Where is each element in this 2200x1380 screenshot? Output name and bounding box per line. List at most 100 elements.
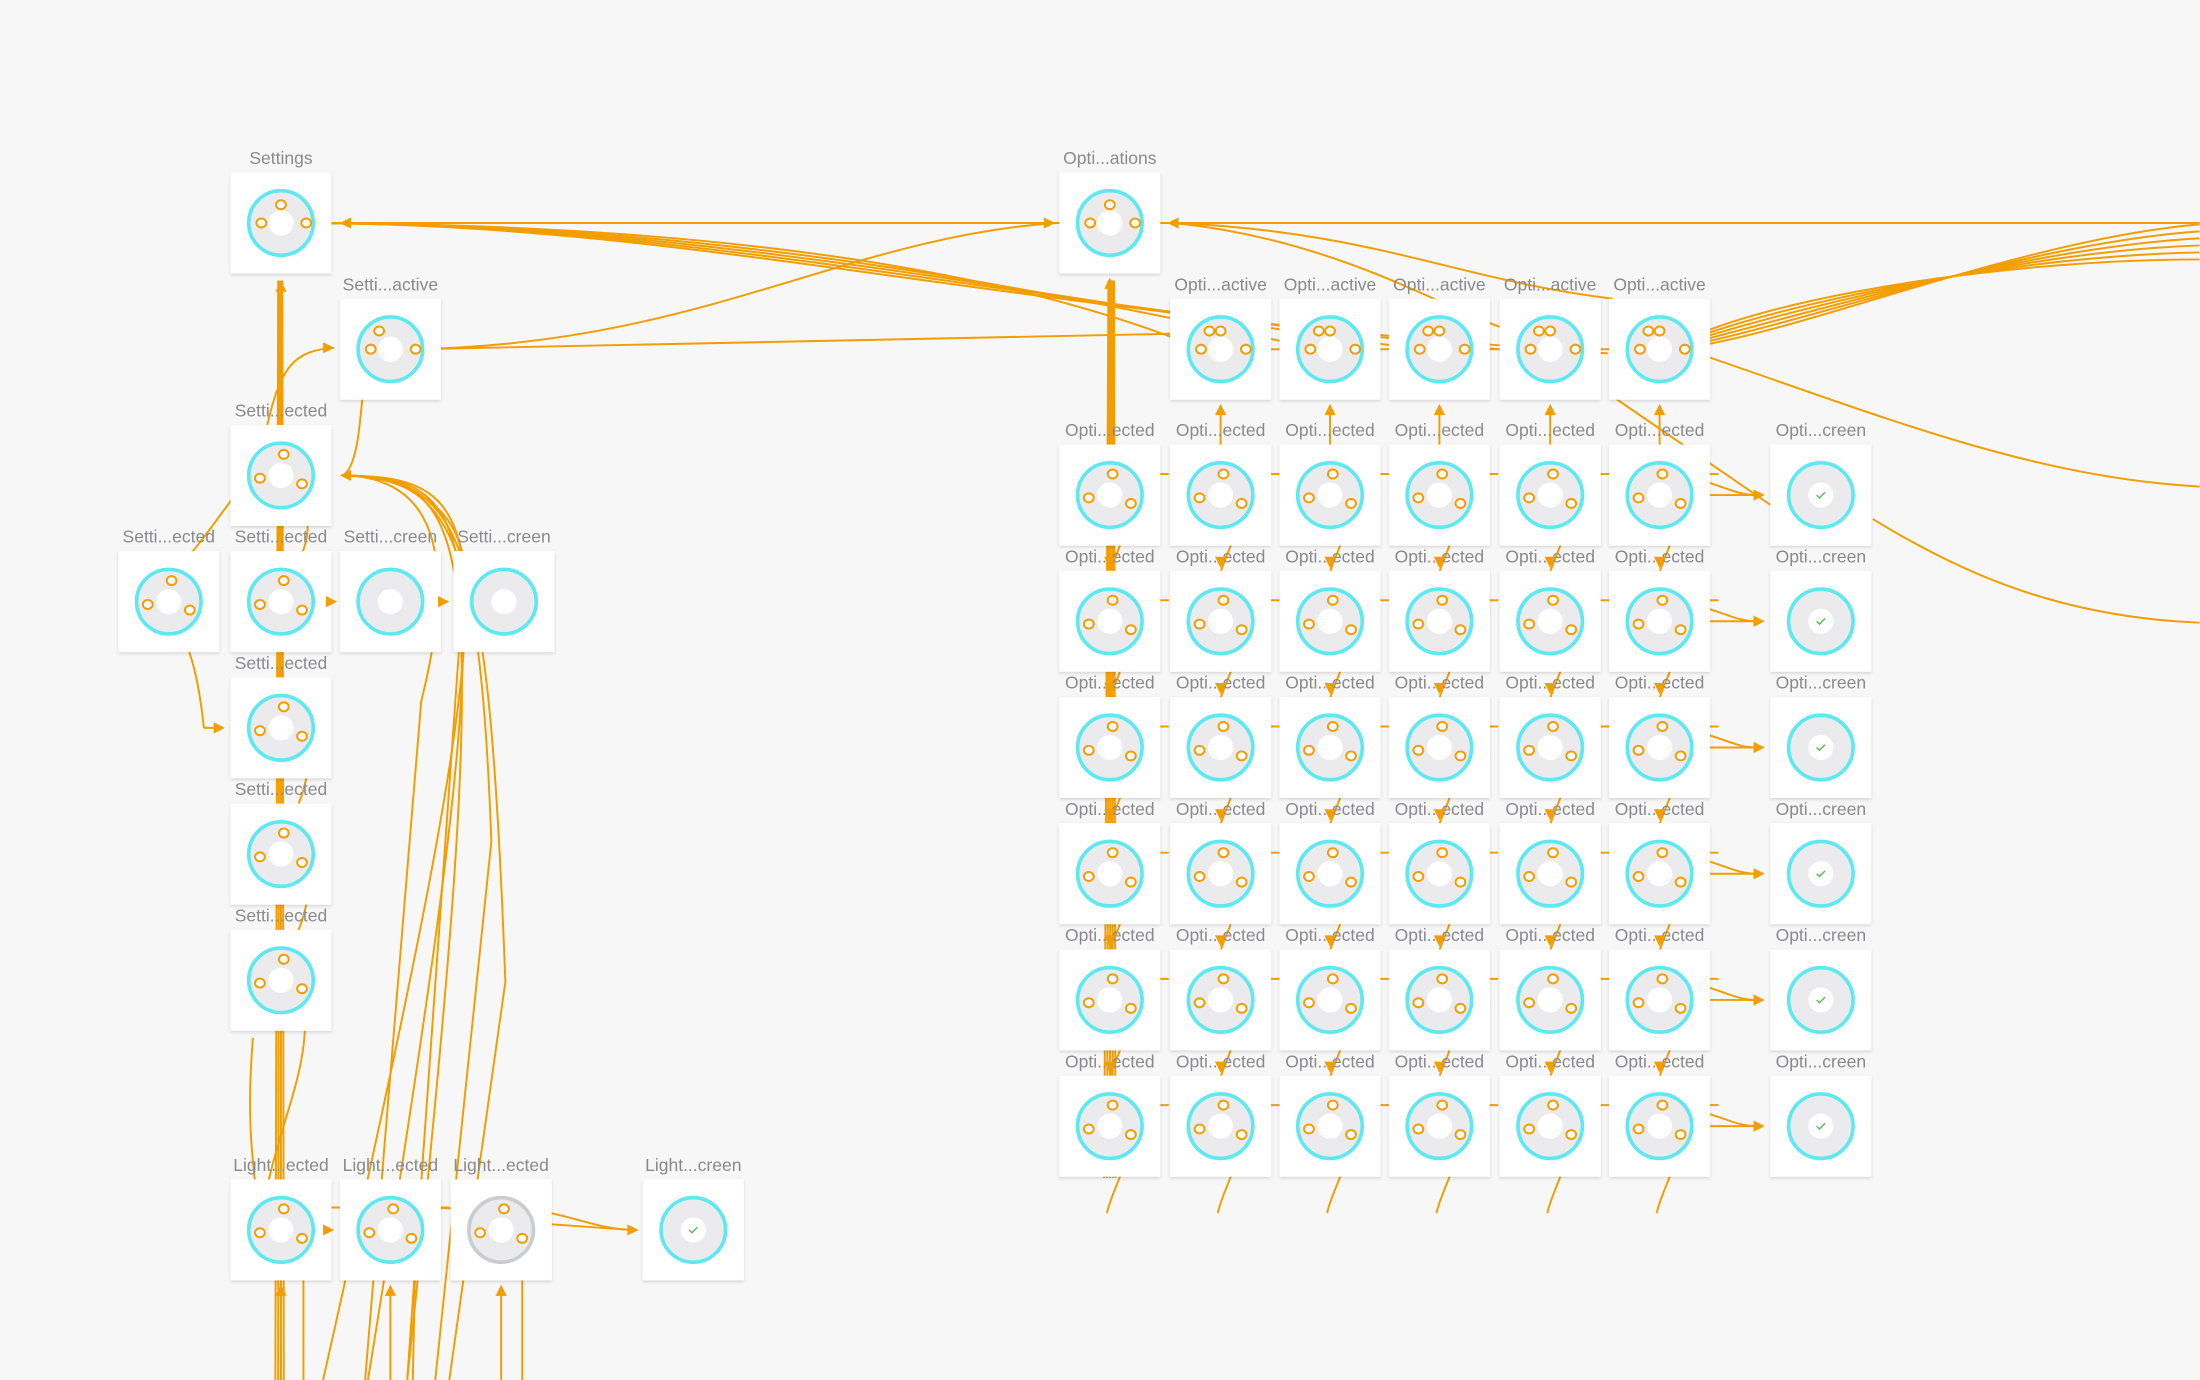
transition-edge[interactable]	[342, 474, 439, 1380]
options-selected-node[interactable]: Opti...ected	[1059, 420, 1161, 546]
connection-port[interactable]	[363, 1227, 376, 1239]
connection-port[interactable]	[1632, 997, 1645, 1009]
options-selected-node[interactable]: Opti...ected	[1609, 420, 1711, 546]
connection-port[interactable]	[277, 827, 290, 839]
options-node[interactable]: Opti...ations	[1059, 148, 1161, 274]
transition-edge[interactable]	[1709, 223, 2200, 345]
connection-port[interactable]	[1547, 594, 1559, 606]
connection-port[interactable]	[1312, 325, 1325, 337]
connection-port[interactable]	[1436, 720, 1449, 732]
connection-port[interactable]	[1124, 1129, 1137, 1141]
connection-port[interactable]	[1674, 1129, 1687, 1141]
options-selected-node[interactable]: Opti...ected	[1170, 1051, 1272, 1177]
connection-port[interactable]	[1656, 847, 1669, 859]
connection-port[interactable]	[1217, 847, 1230, 859]
connection-port[interactable]	[1303, 871, 1315, 882]
connection-port[interactable]	[1436, 973, 1449, 985]
transition-edge[interactable]	[1709, 356, 2200, 488]
options-selected-node[interactable]: Opti...ected	[1059, 673, 1161, 798]
connection-port[interactable]	[1217, 720, 1230, 732]
connection-port[interactable]	[1523, 997, 1536, 1009]
connection-port[interactable]	[1642, 325, 1655, 337]
connection-port[interactable]	[1454, 624, 1467, 636]
connection-port[interactable]	[1454, 498, 1467, 509]
options-selected-node[interactable]: Opti...ected	[1170, 925, 1272, 1051]
transition-edge[interactable]	[1709, 258, 2200, 331]
connection-port[interactable]	[474, 1227, 487, 1239]
connection-port[interactable]	[1565, 1002, 1578, 1014]
connection-port[interactable]	[1106, 847, 1119, 859]
connection-port[interactable]	[1656, 468, 1669, 480]
transition-edge[interactable]	[415, 222, 1056, 351]
connection-port[interactable]	[364, 343, 377, 355]
options-selected-node[interactable]: Opti...ected	[1059, 925, 1161, 1051]
connection-port[interactable]	[1193, 1123, 1206, 1135]
connection-port[interactable]	[498, 1203, 510, 1215]
connection-port[interactable]	[254, 977, 266, 989]
transition-edge[interactable]	[265, 346, 335, 427]
connection-port[interactable]	[1674, 624, 1687, 636]
connection-port[interactable]	[1523, 492, 1536, 504]
connection-port[interactable]	[1632, 492, 1645, 504]
connection-port[interactable]	[1656, 594, 1669, 606]
connection-port[interactable]	[1632, 744, 1645, 756]
connection-port[interactable]	[254, 851, 266, 863]
options-selected-node[interactable]: Opti...ected	[1609, 1051, 1711, 1177]
connection-port[interactable]	[1193, 871, 1206, 882]
connection-port[interactable]	[1345, 498, 1357, 509]
options-selected-node[interactable]: Opti...ected	[1499, 799, 1601, 925]
connection-port[interactable]	[1565, 1129, 1578, 1141]
options-active-node[interactable]: Opti...active	[1170, 274, 1272, 400]
transition-edge[interactable]	[1709, 230, 2200, 342]
connection-port[interactable]	[1235, 1002, 1248, 1014]
connection-port[interactable]	[1674, 750, 1687, 762]
connection-port[interactable]	[183, 604, 196, 616]
options-selected-node[interactable]: Opti...ected	[1609, 799, 1711, 925]
connection-port[interactable]	[1547, 1099, 1559, 1111]
options-selected-node[interactable]: Opti...ected	[1499, 1051, 1601, 1177]
transition-edge[interactable]	[1872, 518, 2200, 624]
connection-port[interactable]	[277, 575, 290, 587]
connection-port[interactable]	[1533, 325, 1545, 337]
options-selected-node[interactable]: Opti...ected	[1388, 673, 1490, 798]
connection-port[interactable]	[1124, 1002, 1137, 1014]
connection-port[interactable]	[1124, 624, 1137, 636]
connection-port[interactable]	[1106, 594, 1119, 606]
connection-port[interactable]	[277, 1203, 290, 1215]
connection-port[interactable]	[1436, 847, 1449, 859]
connection-port[interactable]	[1303, 997, 1315, 1009]
connection-port[interactable]	[1124, 876, 1137, 888]
connection-port[interactable]	[1203, 325, 1216, 337]
connection-port[interactable]	[1523, 1123, 1536, 1135]
connection-port[interactable]	[254, 725, 266, 737]
settings-node[interactable]: Settings	[230, 148, 332, 274]
connection-port[interactable]	[1326, 1099, 1339, 1111]
connection-port[interactable]	[1303, 492, 1315, 504]
connection-port[interactable]	[1436, 1099, 1449, 1111]
options-active-node[interactable]: Opti...active	[1388, 274, 1490, 400]
connection-port[interactable]	[277, 448, 290, 460]
connection-port[interactable]	[1523, 871, 1536, 882]
connection-port[interactable]	[1345, 1002, 1357, 1014]
options-selected-node[interactable]: Opti...ected	[1059, 546, 1161, 672]
connection-port[interactable]	[1106, 720, 1119, 732]
connection-port[interactable]	[1235, 1129, 1248, 1141]
light-selected-node[interactable]: Light...ected	[230, 1155, 332, 1281]
connection-port[interactable]	[1547, 973, 1559, 985]
connection-port[interactable]	[1235, 624, 1248, 636]
light-selected-node[interactable]: Light...ected	[339, 1155, 441, 1281]
connection-port[interactable]	[1674, 498, 1687, 509]
connection-port[interactable]	[296, 604, 308, 616]
connection-port[interactable]	[1632, 1123, 1645, 1135]
connection-port[interactable]	[1544, 325, 1557, 337]
connection-port[interactable]	[1082, 744, 1095, 756]
connection-port[interactable]	[1303, 618, 1315, 630]
options-selected-node[interactable]: Opti...ected	[1279, 925, 1381, 1051]
connection-port[interactable]	[1235, 750, 1248, 762]
transition-edge[interactable]	[415, 332, 1171, 351]
connection-port[interactable]	[1326, 973, 1339, 985]
connection-port[interactable]	[1565, 624, 1578, 636]
options-selected-node[interactable]: Opti...ected	[1609, 925, 1711, 1051]
connection-port[interactable]	[1632, 871, 1645, 882]
